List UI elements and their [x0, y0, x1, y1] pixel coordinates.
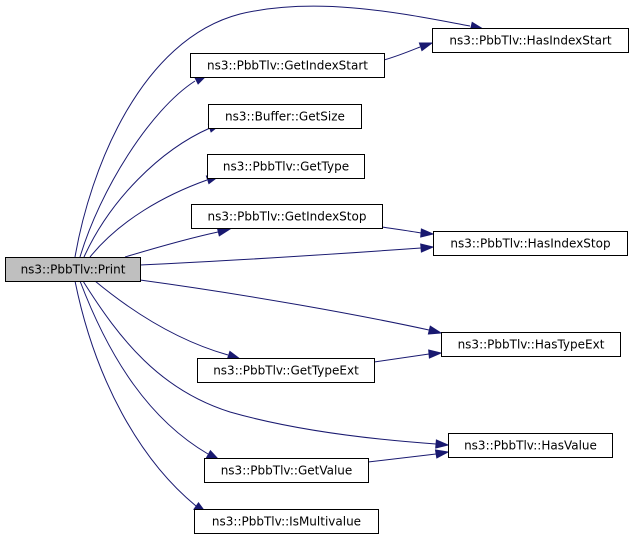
- edge-line: [124, 231, 219, 258]
- node-print[interactable]: ns3::PbbTlv::Print: [5, 257, 141, 282]
- node-label: ns3::PbbTlv::IsMultivalue: [212, 515, 361, 529]
- node-label: ns3::PbbTlv::Print: [21, 263, 126, 277]
- edge-line: [383, 46, 421, 61]
- edge-print-to-get-index-stop: [124, 227, 232, 258]
- node-has-type-ext[interactable]: ns3::PbbTlv::HasTypeExt: [441, 332, 621, 357]
- node-label: ns3::PbbTlv::GetIndexStop: [208, 210, 367, 224]
- arrowhead: [216, 227, 232, 237]
- node-get-index-start[interactable]: ns3::PbbTlv::GetIndexStart: [190, 53, 385, 78]
- arrowhead: [427, 325, 443, 335]
- node-box: [448, 433, 613, 458]
- edge-line: [373, 353, 430, 363]
- edge-print-to-has-index-stop: [139, 243, 435, 266]
- edge-line: [381, 226, 422, 234]
- edge-line: [74, 5, 471, 258]
- edge-line: [79, 80, 196, 258]
- node-box: [432, 28, 629, 53]
- node-box: [197, 358, 375, 383]
- node-get-value[interactable]: ns3::PbbTlv::GetValue: [204, 458, 369, 483]
- node-get-type-ext[interactable]: ns3::PbbTlv::GetTypeExt: [197, 358, 375, 383]
- edge-line: [94, 280, 229, 356]
- arrowhead: [420, 228, 435, 238]
- arrowhead: [226, 350, 242, 360]
- node-buffer-get-size[interactable]: ns3::Buffer::GetSize: [208, 104, 362, 129]
- node-box: [441, 332, 621, 357]
- node-is-multivalue[interactable]: ns3::PbbTlv::IsMultivalue: [194, 509, 379, 534]
- node-label: ns3::PbbTlv::HasIndexStart: [449, 34, 612, 48]
- edge-get-index-stop-to-has-index-stop: [381, 226, 435, 238]
- node-label: ns3::PbbTlv::HasIndexStop: [450, 237, 610, 251]
- edge-print-to-has-value: [82, 280, 450, 449]
- edge-get-type-ext-to-has-type-ext: [373, 349, 443, 363]
- node-box: [208, 104, 362, 129]
- node-get-index-stop[interactable]: ns3::PbbTlv::GetIndexStop: [191, 204, 383, 229]
- node-label: ns3::PbbTlv::HasTypeExt: [458, 338, 605, 352]
- node-has-index-start[interactable]: ns3::PbbTlv::HasIndexStart: [432, 28, 629, 53]
- node-box: [190, 53, 385, 78]
- node-label: ns3::PbbTlv::HasValue: [464, 439, 597, 453]
- edge-print-to-buffer-get-size: [83, 123, 223, 258]
- edge-get-value-to-has-value: [367, 449, 450, 463]
- edge-line: [139, 279, 430, 331]
- node-box: [5, 257, 141, 282]
- edge-line: [83, 127, 211, 258]
- edge-print-to-has-type-ext: [139, 279, 443, 335]
- node-label: ns3::PbbTlv::GetValue: [221, 464, 353, 478]
- nodes-layer: ns3::PbbTlv::Print ns3::PbbTlv::HasIndexS…: [5, 28, 629, 534]
- node-box: [207, 154, 365, 179]
- node-get-type[interactable]: ns3::PbbTlv::GetType: [207, 154, 365, 179]
- node-label: ns3::PbbTlv::GetType: [223, 160, 349, 174]
- edge-line: [89, 179, 208, 258]
- node-box: [433, 231, 628, 256]
- edge-line: [139, 247, 422, 266]
- node-has-value[interactable]: ns3::PbbTlv::HasValue: [448, 433, 613, 458]
- node-label: ns3::Buffer::GetSize: [225, 110, 345, 124]
- node-has-index-stop[interactable]: ns3::PbbTlv::HasIndexStop: [433, 231, 628, 256]
- node-box: [204, 458, 369, 483]
- node-box: [194, 509, 379, 534]
- edge-print-to-get-type-ext: [94, 280, 242, 360]
- edge-line: [74, 280, 197, 507]
- node-label: ns3::PbbTlv::GetTypeExt: [213, 364, 359, 378]
- arrowhead: [435, 439, 450, 449]
- arrowhead: [418, 42, 434, 52]
- edge-line: [79, 280, 209, 455]
- edge-get-index-start-to-has-index-start: [383, 42, 434, 61]
- node-box: [191, 204, 383, 229]
- edge-line: [82, 280, 437, 445]
- node-label: ns3::PbbTlv::GetIndexStart: [207, 59, 368, 73]
- arrowhead: [428, 349, 443, 359]
- edge-line: [367, 453, 437, 463]
- arrowhead: [420, 243, 435, 253]
- arrowhead: [434, 449, 450, 459]
